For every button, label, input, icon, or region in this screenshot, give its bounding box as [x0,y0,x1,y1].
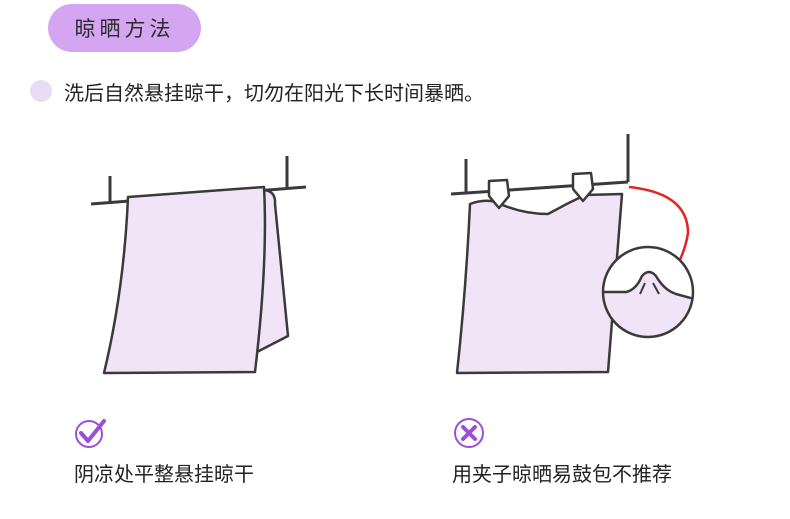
cross-icon [454,418,484,448]
tip-text: 洗后自然悬挂晾干，切勿在阳光下长时间暴晒。 [64,80,484,105]
correct-method-caption: 阴凉处平整悬挂晾干 [74,462,254,486]
bullet-dot [30,80,52,102]
clothes-clip-right [571,171,595,203]
tip-row: 洗后自然悬挂晾干，切勿在阳光下长时间暴晒。 [30,76,484,106]
bulge-detail-magnifier [601,245,695,339]
clipped-towel [455,192,624,375]
section-title: 晾晒方法 [48,4,201,52]
bulge-outline [603,270,693,302]
correct-drying-illustration [90,156,307,375]
towel-front [102,185,267,375]
wrong-method-caption: 用夹子晾晒易鼓包不推荐 [452,462,672,486]
bulge-crease-left [639,282,646,295]
drying-rod-right [450,180,629,196]
check-icon [75,419,106,448]
magnifier-ring [601,245,695,339]
wrong-drying-illustration [450,134,695,375]
bulge-crease-right [652,282,660,295]
clothes-clip-left [487,178,511,210]
bulge-fabric [603,272,693,337]
